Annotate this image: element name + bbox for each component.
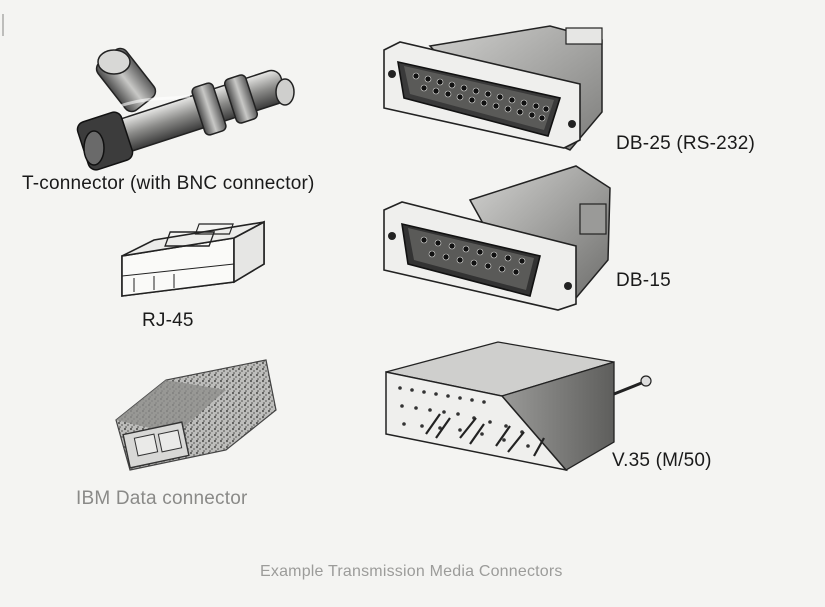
ibm-data-connector-illustration <box>115 359 277 471</box>
rj45-label: RJ-45 <box>142 310 194 331</box>
ibm-data-connector-label: IBM Data connector <box>76 488 248 509</box>
t-connector-illustration <box>76 47 295 171</box>
rj45-illustration <box>121 220 265 297</box>
db25-label: DB-25 (RS-232) <box>616 133 756 154</box>
db25-illustration <box>383 25 603 151</box>
figure-caption: Example Transmission Media Connectors <box>260 563 563 580</box>
db15-illustration <box>383 165 611 311</box>
db15-label: DB-15 <box>616 270 671 291</box>
t-connector-label: T-connector (with BNC connector) <box>22 173 315 194</box>
scan-artifact <box>2 14 4 36</box>
v35-illustration <box>385 341 652 472</box>
v35-label: V.35 (M/50) <box>612 450 712 471</box>
